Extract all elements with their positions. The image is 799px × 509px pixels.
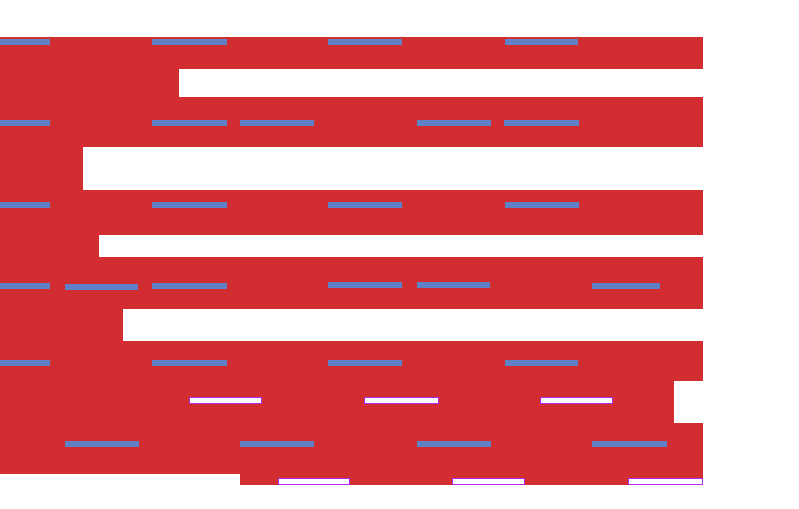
blue-bar: [152, 120, 227, 126]
blue-bar: [592, 283, 660, 289]
red-block: [0, 309, 123, 341]
red-block: [0, 97, 703, 147]
blue-bar: [328, 360, 402, 366]
blue-bar: [152, 39, 227, 45]
blue-bar: [240, 441, 314, 447]
red-block: [0, 235, 99, 257]
red-block: [240, 341, 703, 485]
blue-bar: [417, 282, 490, 288]
red-block: [0, 190, 703, 235]
red-block: [0, 69, 179, 97]
blue-bar: [152, 360, 227, 366]
blue-bar: [505, 202, 579, 208]
blue-bar: [65, 441, 139, 447]
highlight-bar: [189, 397, 262, 404]
blue-bar: [240, 120, 314, 126]
blue-bar: [65, 284, 138, 290]
white-notch: [674, 381, 703, 423]
blue-bar: [328, 39, 402, 45]
blue-bar: [328, 282, 402, 288]
red-block: [0, 147, 83, 190]
blue-bar: [592, 441, 667, 447]
blue-bar: [328, 202, 402, 208]
blue-bar: [505, 39, 578, 45]
blue-bar: [417, 441, 491, 447]
blue-bar: [0, 202, 50, 208]
blue-bar: [0, 39, 50, 45]
blue-bar: [0, 283, 50, 289]
highlight-bar: [452, 478, 525, 485]
blue-bar: [152, 283, 227, 289]
blue-bar: [0, 120, 50, 126]
blue-bar: [0, 360, 50, 366]
blue-bar: [505, 360, 578, 366]
highlight-bar: [364, 397, 439, 404]
highlight-bar: [540, 397, 613, 404]
highlight-bar: [628, 478, 703, 485]
blue-bar: [152, 202, 227, 208]
blue-bar: [504, 120, 579, 126]
blue-bar: [417, 120, 491, 126]
highlight-bar: [278, 478, 350, 485]
